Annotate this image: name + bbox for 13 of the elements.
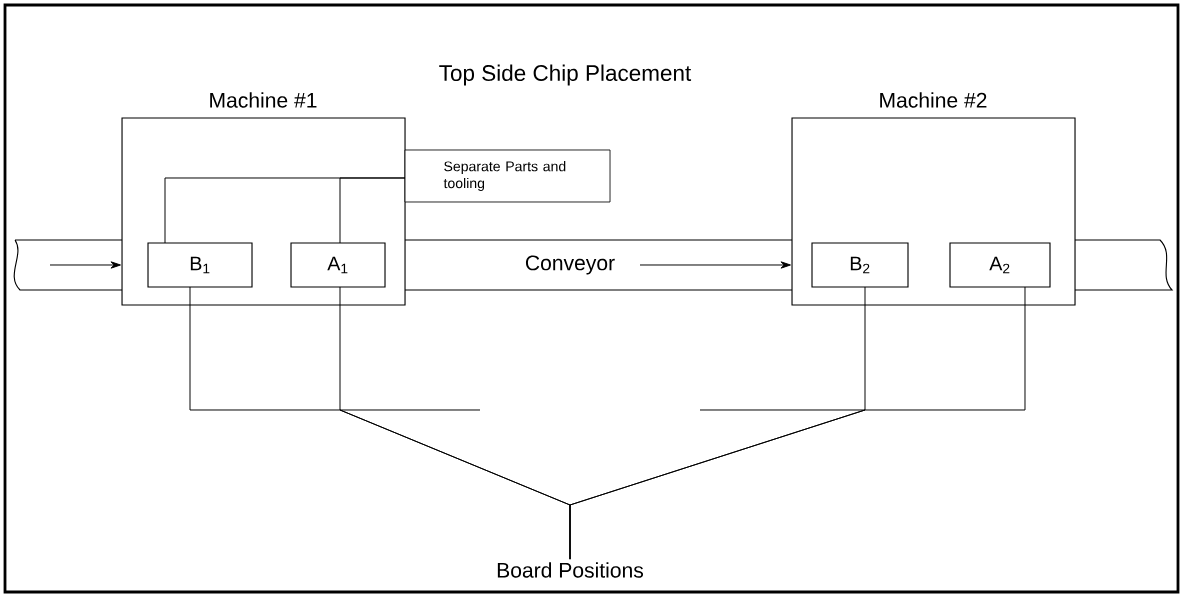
leader-line (569, 286, 1026, 560)
note-box: Separate Parts and tooling (404, 149, 611, 203)
title: Top Side Chip Placement (439, 64, 692, 86)
leader-line (339, 177, 406, 244)
position-box: A$_{2}$ (949, 242, 1051, 288)
position-box: B$_{2}$ (811, 242, 909, 288)
position-box: A$_{1}$ (290, 242, 386, 288)
machine-label: Machine #1 (210, 92, 317, 108)
caption-text: Board Positions (497, 562, 644, 578)
arrow (49, 261, 121, 269)
position-box: B$_{1}$ (147, 242, 253, 288)
machine-label: Machine #2 (880, 92, 987, 108)
arrow (639, 261, 791, 269)
